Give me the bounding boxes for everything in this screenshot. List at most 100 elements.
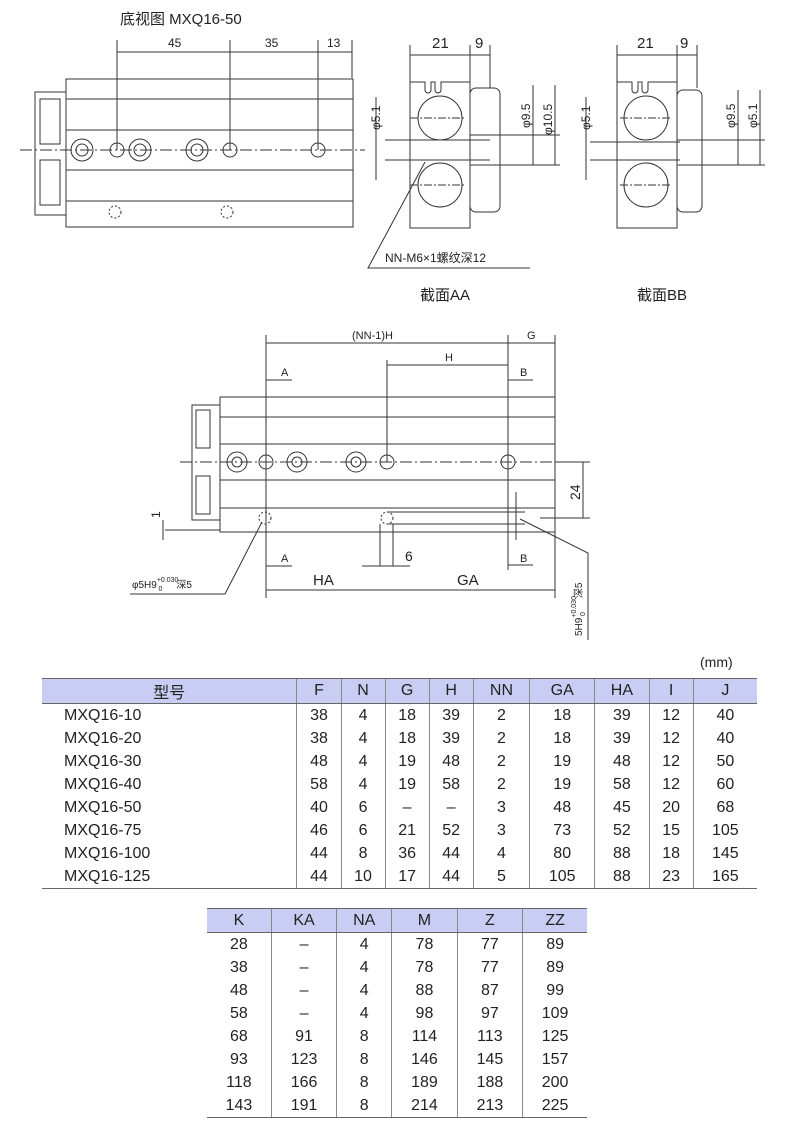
table-cell: 225 <box>522 1094 587 1118</box>
bottom-view: 底视图 MXQ16-50 45 35 13 <box>20 11 365 228</box>
bottom-view-title: 底视图 MXQ16-50 <box>120 11 242 28</box>
table-cell: 146 <box>391 1048 458 1071</box>
section-a-top: A <box>281 367 289 379</box>
table-cell: 4 <box>472 842 530 865</box>
table-cell: – <box>270 956 337 979</box>
column-header: GA <box>529 678 595 704</box>
table-cell: 105 <box>692 819 757 842</box>
table-cell: 39 <box>428 703 474 727</box>
column-header: NN <box>472 678 530 704</box>
column-header: N <box>340 678 386 704</box>
table-cell: 38 <box>296 727 342 750</box>
table-cell: 6 <box>340 796 386 819</box>
table-cell: MXQ16-20 <box>64 729 142 747</box>
column-header: KA <box>270 908 337 933</box>
column-header: H <box>428 678 474 704</box>
table-cell: 114 <box>391 1025 458 1048</box>
table-cell: 8 <box>336 1048 392 1071</box>
dim-1: 1 <box>149 511 163 518</box>
table-cell: MXQ16-100 <box>64 844 151 862</box>
table-cell: 19 <box>384 750 430 773</box>
table-cell: 89 <box>522 932 587 956</box>
technical-drawing: 底视图 MXQ16-50 45 35 13 21 9 φ5.1 <box>20 11 765 640</box>
aa-dia-5-1: φ5.1 <box>369 105 383 130</box>
dim-ha: HA <box>313 572 334 589</box>
table-cell: 46 <box>296 819 342 842</box>
table-cell: 78 <box>391 932 458 956</box>
table-cell: 28 <box>230 935 248 953</box>
table-cell: 45 <box>594 796 650 819</box>
table-cell: – <box>384 796 430 819</box>
table-cell: 213 <box>456 1094 523 1118</box>
table-cell: 48 <box>594 750 650 773</box>
aa-dia-10-5: φ10.5 <box>541 104 555 135</box>
table-cell: 2 <box>472 773 530 796</box>
dim-ga: GA <box>457 572 479 589</box>
table-cell: 77 <box>456 956 523 979</box>
table-cell: MXQ16-30 <box>64 752 142 770</box>
dim-h: H <box>445 352 453 364</box>
table-cell: 60 <box>692 773 757 796</box>
dim-nn-1-h: (NN-1)H <box>352 330 393 342</box>
column-header: J <box>692 678 757 704</box>
table-cell: 44 <box>428 865 474 889</box>
column-header: Z <box>456 908 523 933</box>
table-cell: 38 <box>296 703 342 727</box>
table-cell: 6 <box>340 819 386 842</box>
table-cell: 58 <box>230 1004 248 1022</box>
section-bb-label: 截面BB <box>637 287 687 304</box>
column-header: M <box>391 908 458 933</box>
bb-dim-9: 9 <box>680 35 688 52</box>
thread-note: NN-M6×1螺纹深12 <box>385 251 486 265</box>
table-cell: 17 <box>384 865 430 889</box>
bb-dia-5-1-right: φ5.1 <box>746 103 760 128</box>
table-cell: 19 <box>384 773 430 796</box>
table-cell: 18 <box>384 703 430 727</box>
table-cell: 12 <box>648 750 694 773</box>
table-cell: 5 <box>472 865 530 889</box>
table-cell: – <box>428 796 474 819</box>
table-cell: 48 <box>230 981 248 999</box>
table-cell: 4 <box>336 956 392 979</box>
side-view: (NN-1)H G H A B 6 A B HA GA 24 <box>130 330 590 640</box>
table-cell: 88 <box>594 865 650 889</box>
table-cell: 52 <box>428 819 474 842</box>
table-cell: 78 <box>391 956 458 979</box>
table-cell: MXQ16-125 <box>42 865 297 889</box>
table-cell: 10 <box>340 865 386 889</box>
table-cell: 3 <box>472 819 530 842</box>
table-cell: 12 <box>648 703 694 727</box>
table-cell: 88 <box>594 842 650 865</box>
table-cell: 4 <box>336 1002 392 1025</box>
column-header: 型号 <box>42 678 297 704</box>
table-cell: 2 <box>472 727 530 750</box>
table-cell: 52 <box>594 819 650 842</box>
table-cell: 80 <box>529 842 595 865</box>
table-cell: – <box>270 932 337 956</box>
table-cell: 191 <box>270 1094 337 1118</box>
column-header: G <box>384 678 430 704</box>
table-cell: 105 <box>529 865 595 889</box>
table-cell: 99 <box>522 979 587 1002</box>
table-cell: 40 <box>692 727 757 750</box>
table-cell: 166 <box>270 1071 337 1094</box>
dim-35: 35 <box>265 36 279 50</box>
column-header: K <box>207 908 272 933</box>
table-cell: 19 <box>529 750 595 773</box>
table-cell: 157 <box>522 1048 587 1071</box>
dim-g: G <box>527 330 536 342</box>
table-cell: 8 <box>340 842 386 865</box>
table-cell: 38 <box>230 958 248 976</box>
table-cell: 58 <box>428 773 474 796</box>
